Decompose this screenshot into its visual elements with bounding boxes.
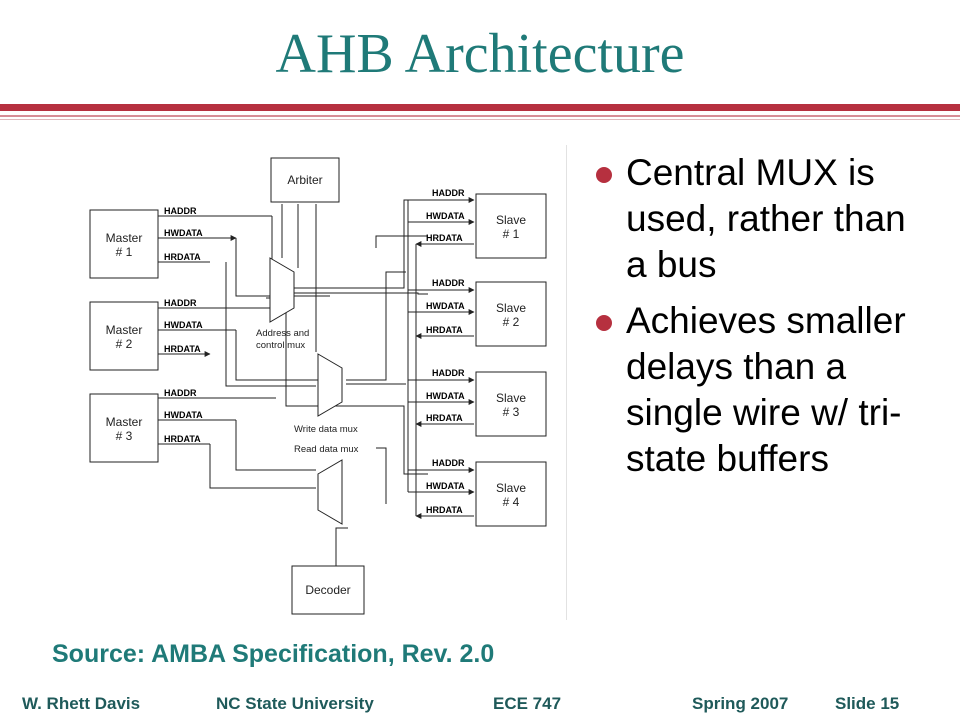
bullet-dot-icon	[596, 315, 612, 331]
s4-hrdata-label: HRDATA	[426, 505, 463, 515]
s3-haddr-label: HADDR	[432, 368, 465, 378]
route-read-bus	[376, 447, 387, 504]
decoder-label: Decoder	[305, 583, 350, 597]
route-hrdata-s1	[375, 235, 428, 248]
bullet-text: Achieves smaller delays than a single wi…	[626, 300, 906, 479]
m1-hwdata-label: HWDATA	[164, 228, 203, 238]
title-rule-faint	[0, 119, 960, 120]
decoder-block	[291, 565, 365, 615]
slave-4-label: Slave	[496, 481, 526, 495]
s2-hwdata-label: HWDATA	[426, 301, 465, 311]
footer-author: W. Rhett Davis	[22, 694, 141, 713]
master-2-label: Master	[106, 323, 143, 337]
route-hwdata1	[235, 238, 330, 297]
bullet-list: Central MUX is used, rather than a bus A…	[592, 150, 932, 492]
footer-university: NC State University	[216, 694, 374, 713]
route-hwdata3	[235, 420, 316, 471]
write-mux-caption: Write data mux	[294, 424, 358, 435]
master-1-number: # 1	[116, 245, 133, 259]
m2-haddr-label: HADDR	[164, 298, 197, 308]
route-decoder	[335, 527, 348, 578]
read-mux-caption: Read data mux	[294, 444, 359, 455]
slave-3-label: Slave	[496, 391, 526, 405]
write-data-mux	[317, 353, 343, 417]
footer-course: ECE 747	[493, 694, 562, 713]
slave-4-number: # 4	[503, 495, 520, 509]
m2-hrdata-label: HRDATA	[164, 344, 201, 354]
bullet-dot-icon	[596, 167, 612, 183]
route-wdata-bus	[346, 271, 406, 381]
s3-hwdata-label: HWDATA	[426, 391, 465, 401]
route-hwdata2	[235, 330, 318, 381]
arbiter-label: Arbiter	[287, 173, 322, 187]
s1-hrdata-label: HRDATA	[426, 233, 463, 243]
bullet-text: Central MUX is used, rather than a bus	[626, 152, 906, 285]
column-divider	[566, 145, 567, 620]
address-mux-caption-2: control mux	[256, 340, 305, 351]
s2-hrdata-label: HRDATA	[426, 325, 463, 335]
footer-slide-number: Slide 15	[835, 694, 900, 713]
slave-1-label: Slave	[496, 213, 526, 227]
m2-hwdata-label: HWDATA	[164, 320, 203, 330]
slave-1-block	[475, 193, 547, 259]
m3-hwdata-label: HWDATA	[164, 410, 203, 420]
m1-hrdata-label: HRDATA	[164, 252, 201, 262]
title-rule-thin	[0, 115, 960, 117]
source-citation: Source: AMBA Specification, Rev. 2.0	[52, 640, 495, 668]
read-data-mux	[317, 459, 343, 525]
slave-2-block	[475, 281, 547, 347]
arbiter-block	[270, 157, 340, 203]
slave-4-block	[475, 461, 547, 527]
master-3-label: Master	[106, 415, 143, 429]
m1-haddr-label: HADDR	[164, 206, 197, 216]
title-rule	[0, 104, 960, 111]
m3-haddr-label: HADDR	[164, 388, 197, 398]
slave-1-number: # 1	[503, 227, 520, 241]
master-2-number: # 2	[116, 337, 133, 351]
s4-hwdata-label: HWDATA	[426, 481, 465, 491]
s1-hwdata-label: HWDATA	[426, 211, 465, 221]
s1-haddr-label: HADDR	[432, 188, 465, 198]
m3-hrdata-label: HRDATA	[164, 434, 201, 444]
s2-haddr-label: HADDR	[432, 278, 465, 288]
footer-term: Spring 2007	[692, 694, 789, 713]
bullet-item: Central MUX is used, rather than a bus	[592, 150, 932, 288]
s3-hrdata-label: HRDATA	[426, 413, 463, 423]
slave-3-number: # 3	[503, 405, 520, 419]
slave-2-label: Slave	[496, 301, 526, 315]
master-1-label: Master	[106, 231, 143, 245]
slide-title: AHB Architecture	[275, 23, 685, 85]
master-2-block	[89, 301, 159, 371]
bullet-item: Achieves smaller delays than a single wi…	[592, 298, 932, 482]
s4-haddr-label: HADDR	[432, 458, 465, 468]
route-hrdata3	[209, 444, 316, 489]
master-3-number: # 3	[116, 429, 133, 443]
ahb-diagram: Arbiter Master # 1 Master # 2 Master # 3…	[89, 157, 547, 615]
slave-2-number: # 2	[503, 315, 520, 329]
master-3-block	[89, 393, 159, 463]
address-control-mux	[269, 257, 295, 323]
route-haddr-s2	[294, 292, 428, 295]
address-mux-caption-1: Address and	[256, 328, 309, 339]
master-1-block	[89, 209, 159, 279]
slave-3-block	[475, 371, 547, 437]
